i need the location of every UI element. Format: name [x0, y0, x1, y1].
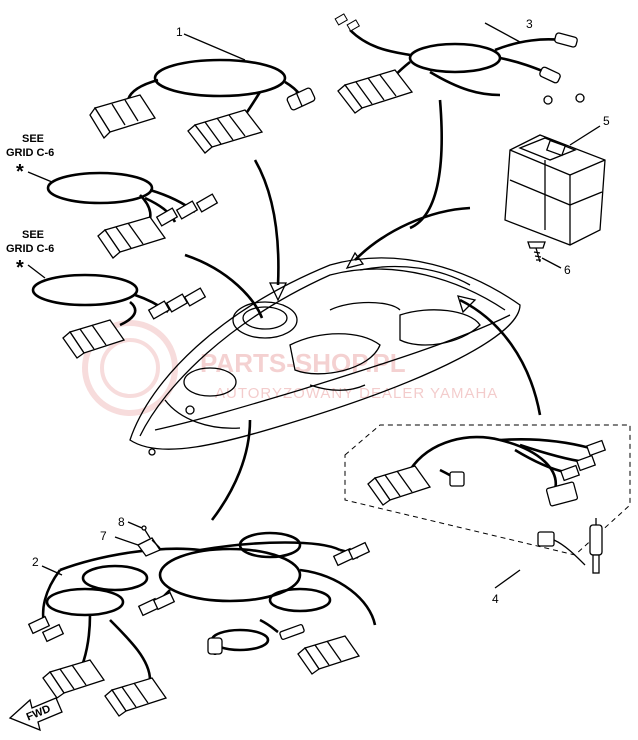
see-grid-label-a: SEE GRID C-6 * [6, 133, 54, 183]
callout-3: 3 [526, 17, 533, 31]
see-grid-b-line2: GRID C-6 [6, 243, 54, 255]
harness-3-terminals-top [334, 13, 361, 32]
see-grid-harness-a [27, 171, 219, 259]
harness-3-fuse-holder [539, 32, 585, 105]
watermark-sub: AUTORYZOWANY DEALER YAMAHA [215, 385, 498, 402]
fwd-arrow-icon: FWD [8, 697, 63, 732]
harness-1-connector-middle [187, 109, 264, 154]
callout-7: 7 [100, 529, 107, 543]
see-grid-b-small-connectors [147, 287, 207, 320]
callout-1: 1 [176, 25, 183, 39]
harness-3-callout-line [484, 22, 521, 43]
harness-3 [334, 13, 585, 114]
leader-lines [184, 99, 542, 521]
see-grid-b-line1: SEE [22, 229, 44, 241]
callout-4: 4 [492, 592, 499, 606]
harness-1-connector-left [89, 94, 157, 140]
see-grid-b-mark: * [16, 257, 24, 279]
harness-2-connector-b [104, 677, 168, 717]
see-grid-a-small-connectors [155, 193, 219, 227]
harness-4-connector-main [367, 465, 432, 506]
harness-2-connector-a [42, 659, 106, 699]
clamp-bolt [114, 521, 161, 557]
see-grid-a-connector [97, 216, 167, 259]
callout-2: 2 [32, 555, 39, 569]
callouts: 1 2 3 4 5 6 7 8 [32, 17, 610, 606]
harness-4-sensor [537, 518, 603, 574]
harness-4-small-connectors [449, 439, 607, 507]
callout-8: 8 [118, 515, 125, 529]
boat-hull [129, 257, 521, 456]
harness-2 [27, 531, 377, 717]
see-grid-a-mark: * [16, 161, 24, 183]
harness-1-connector-right [286, 87, 316, 111]
see-grid-label-b: SEE GRID C-6 * [6, 229, 54, 279]
see-grid-harness-b [27, 264, 207, 359]
see-grid-a-line1: SEE [22, 133, 44, 145]
screw [527, 241, 546, 263]
harness-2-connector-c [297, 635, 361, 675]
harness-2-small-connectors [27, 541, 371, 655]
harness-4 [344, 424, 631, 589]
battery-box [504, 134, 606, 246]
see-grid-b-connector [62, 319, 126, 359]
callout-5: 5 [603, 114, 610, 128]
watermark: PARTS-SHOP.PL AUTORYZOWANY DEALER YAMAHA [82, 320, 498, 416]
callout-6: 6 [564, 263, 571, 277]
see-grid-a-line2: GRID C-6 [6, 147, 54, 159]
harness-1 [89, 58, 316, 154]
harness-3-connector-main [337, 69, 414, 114]
